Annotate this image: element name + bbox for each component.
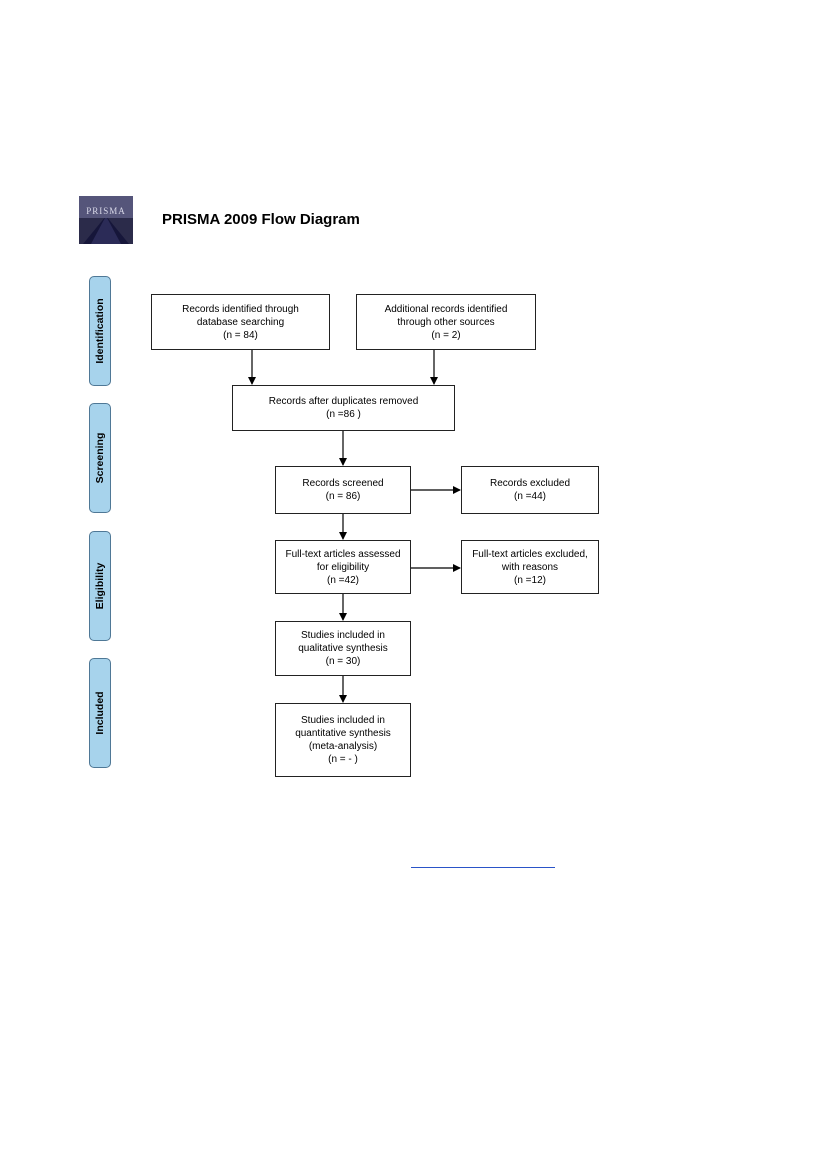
box-text-line: Records screened	[302, 478, 384, 489]
box-records-excluded: Records excluded (n =44)	[461, 466, 599, 514]
box-count: (n = 86)	[325, 491, 361, 502]
box-count: (n =44)	[514, 491, 546, 502]
box-quantitative-synthesis: Studies included in quantitative synthes…	[275, 703, 411, 777]
box-text-line: Full-text articles assessed	[285, 548, 401, 560]
phase-screening: Screening	[89, 403, 111, 513]
box-text-line: Records identified through	[182, 303, 299, 315]
box-text-line: database searching	[196, 316, 285, 328]
phase-identification: Identification	[89, 276, 111, 386]
box-count: (n = 2)	[431, 329, 461, 341]
box-qualitative-synthesis: Studies included in qualitative synthesi…	[275, 621, 411, 676]
box-text-line: through other sources	[397, 316, 495, 328]
box-fulltext-excluded: Full-text articles excluded, with reason…	[461, 540, 599, 594]
box-database-search: Records identified through database sear…	[151, 294, 330, 350]
box-text-line: for eligibility	[316, 561, 370, 573]
box-text-line: quantitative synthesis	[295, 728, 391, 739]
page-title: PRISMA 2009 Flow Diagram	[162, 211, 360, 228]
box-text-line: Additional records identified	[384, 303, 508, 315]
triangle-icon	[79, 196, 133, 244]
box-count: (n = 30)	[325, 656, 361, 667]
box-records-screened: Records screened (n = 86)	[275, 466, 411, 514]
phase-included: Included	[89, 658, 111, 768]
box-other-sources: Additional records identified through ot…	[356, 294, 536, 350]
prisma-logo: PRISMA	[79, 196, 133, 244]
box-text-line: with reasons	[501, 561, 559, 573]
box-text-line: (meta-analysis)	[308, 741, 378, 752]
box-text-line: Full-text articles excluded,	[472, 548, 588, 560]
box-text-line: Studies included in	[301, 715, 385, 726]
box-duplicates-removed: Records after duplicates removed (n =86 …	[232, 385, 455, 431]
phase-eligibility: Eligibility	[89, 531, 111, 641]
box-text-line: Studies included in	[301, 630, 385, 641]
box-count: (n =86 )	[326, 409, 361, 420]
box-count: (n =12)	[514, 574, 546, 586]
box-text-line: Records after duplicates removed	[268, 396, 419, 407]
box-text-line: Records excluded	[489, 478, 571, 489]
box-count: (n =42)	[327, 574, 359, 586]
box-fulltext-assessed: Full-text articles assessed for eligibil…	[275, 540, 411, 594]
box-count: (n = 84)	[223, 329, 258, 341]
box-count: (n = - )	[328, 754, 358, 765]
hyperlink-underline[interactable]	[411, 866, 555, 868]
box-text-line: qualitative synthesis	[298, 643, 388, 654]
logo-text: PRISMA	[86, 206, 126, 216]
